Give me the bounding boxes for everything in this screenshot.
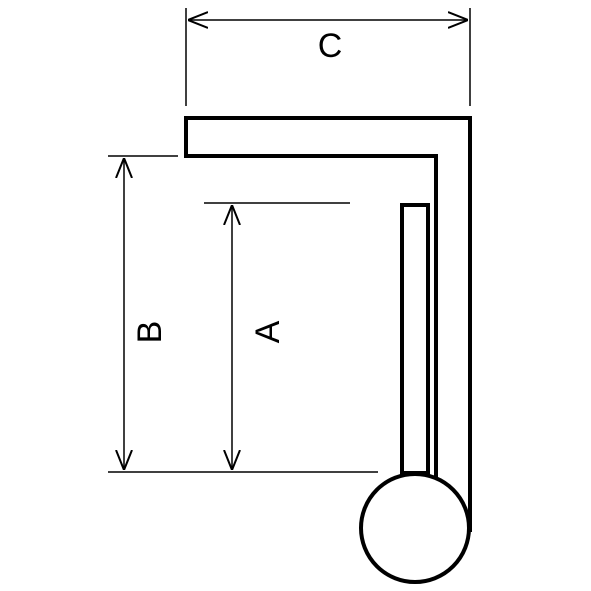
dimension-c: C — [185, 8, 471, 106]
label-c: C — [318, 27, 343, 65]
label-b: B — [131, 321, 169, 344]
round-bead — [359, 472, 471, 584]
dimension-a: A — [204, 202, 350, 470]
inner-strip — [400, 203, 430, 475]
dimension-b: B — [108, 155, 378, 473]
label-a: A — [249, 320, 287, 343]
